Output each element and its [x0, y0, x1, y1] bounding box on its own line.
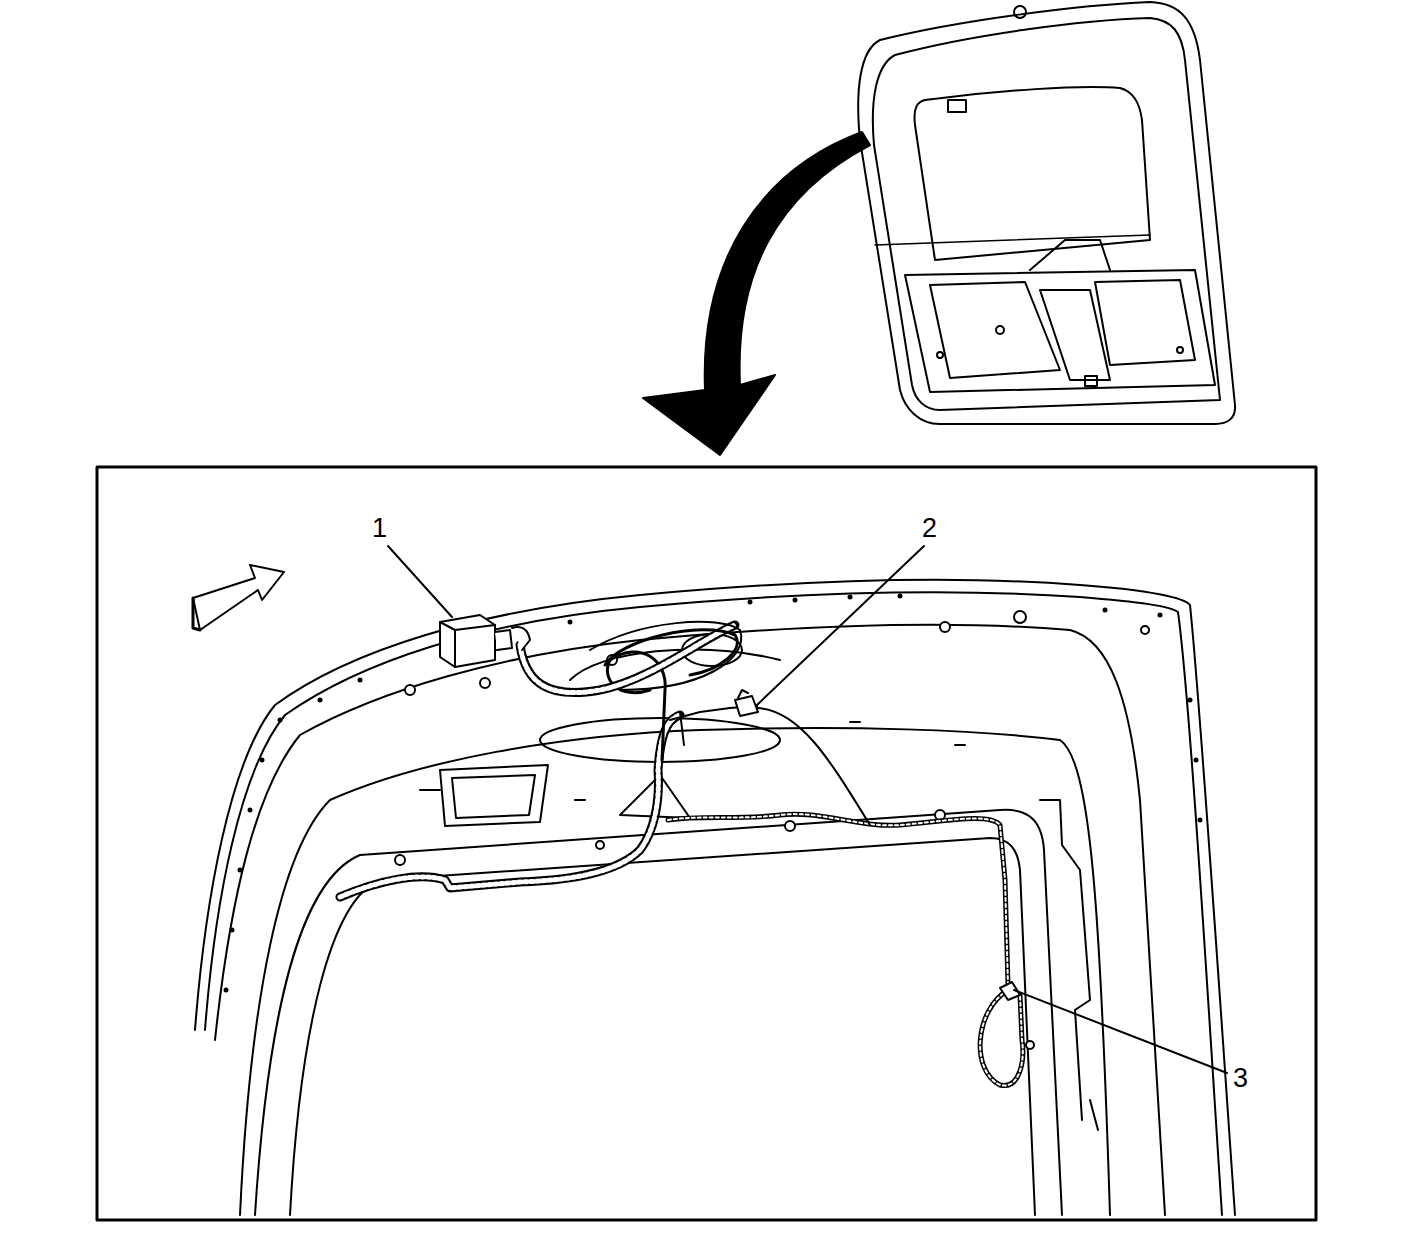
- liftgate-inset: [858, 2, 1235, 424]
- front-arrow: [193, 565, 284, 630]
- liftgate-panel: [195, 580, 1235, 1215]
- leader-line: [388, 546, 1227, 1073]
- callout-number: 1: [370, 515, 389, 542]
- callout-number: 3: [1231, 1065, 1250, 1092]
- detail-frame: [97, 467, 1316, 1220]
- callout-number: 2: [920, 515, 939, 542]
- connector: [440, 615, 1020, 1000]
- view-arrow: [643, 132, 870, 455]
- wiring-harness: [340, 622, 1023, 1086]
